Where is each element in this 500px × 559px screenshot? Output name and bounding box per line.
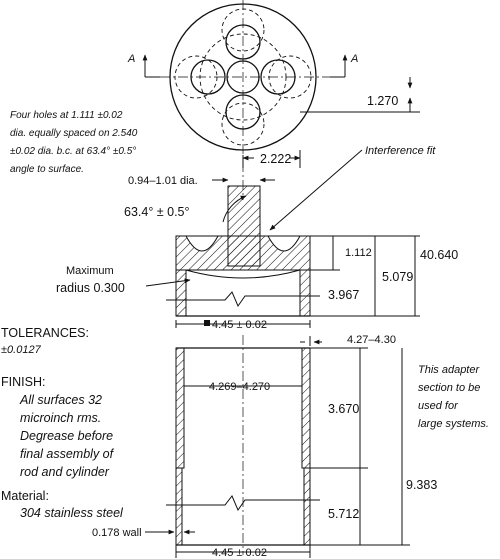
section-marker-left: A — [127, 53, 135, 65]
material-title: Material: — [1, 489, 49, 503]
adapter-note-1: This adapter — [418, 364, 480, 376]
upper-section-view: 2.222 Interference fit 0.94–1.01 dia. 63… — [56, 145, 458, 331]
max-radius-line-1: Maximum — [66, 265, 114, 277]
dim-40640: 40.640 — [420, 248, 458, 262]
section-marker-right: A — [350, 53, 358, 65]
adapter-note-2: section to be — [418, 382, 480, 394]
interference-fit-label: Interference fit — [365, 145, 436, 157]
dim-4269: 4.269–4.270 — [209, 381, 270, 393]
adapter-note-3: used for — [418, 400, 459, 412]
finish-line-3: Degrease before — [20, 429, 113, 443]
dim-445-bottom: 4.45 ± 0.02 — [212, 547, 267, 559]
angle-label: 63.4° ± 0.5° — [124, 205, 190, 219]
four-holes-line-4: angle to surface. — [10, 164, 84, 175]
finish-line-4: final assembly of — [20, 447, 115, 461]
four-holes-line-3: ±0.02 dia. b.c. at 63.4° ±0.5° — [10, 146, 136, 157]
dim-5079: 5.079 — [382, 270, 413, 284]
adapter-note-4: large systems. — [418, 418, 489, 430]
wall-label: 0.178 wall — [92, 527, 142, 539]
top-view: A A 1.270 Four holes at 1.111 ±0.02 dia.… — [10, 0, 420, 200]
dim-1270: 1.270 — [367, 94, 398, 108]
dim-445-top: 4.45 ± 0.02 — [212, 319, 267, 331]
material-text: 304 stainless steel — [20, 506, 124, 520]
cylinder-view: 4.27–4.30 4.269–4.270 3.670 5.712 9.383 … — [166, 334, 489, 559]
dim-3967: 3.967 — [328, 288, 359, 302]
rod-dia-label: 0.94–1.01 dia. — [128, 175, 198, 187]
dim-427: 4.27–4.30 — [347, 334, 396, 346]
tolerances-title: TOLERANCES: — [1, 326, 89, 340]
dim-3670: 3.670 — [328, 402, 359, 416]
finish-line-1: All surfaces 32 — [19, 393, 102, 407]
finish-line-2: microinch rms. — [20, 411, 101, 425]
dim-5712: 5.712 — [328, 507, 359, 521]
max-radius-line-2: radius 0.300 — [56, 281, 125, 295]
finish-line-5: rod and cylinder — [20, 465, 110, 479]
tolerances-value: ±0.0127 — [1, 344, 42, 356]
finish-title: FINISH: — [1, 375, 45, 389]
four-holes-line-2: dia. equally spaced on 2.540 — [10, 128, 138, 139]
four-holes-line-1: Four holes at 1.111 ±0.02 — [10, 110, 123, 121]
dim-9383: 9.383 — [406, 478, 437, 492]
dim-1112: 1.112 — [345, 247, 372, 259]
notes: TOLERANCES: ±0.0127 FINISH: All surfaces… — [1, 326, 195, 539]
dim-2222: 2.222 — [260, 152, 291, 166]
